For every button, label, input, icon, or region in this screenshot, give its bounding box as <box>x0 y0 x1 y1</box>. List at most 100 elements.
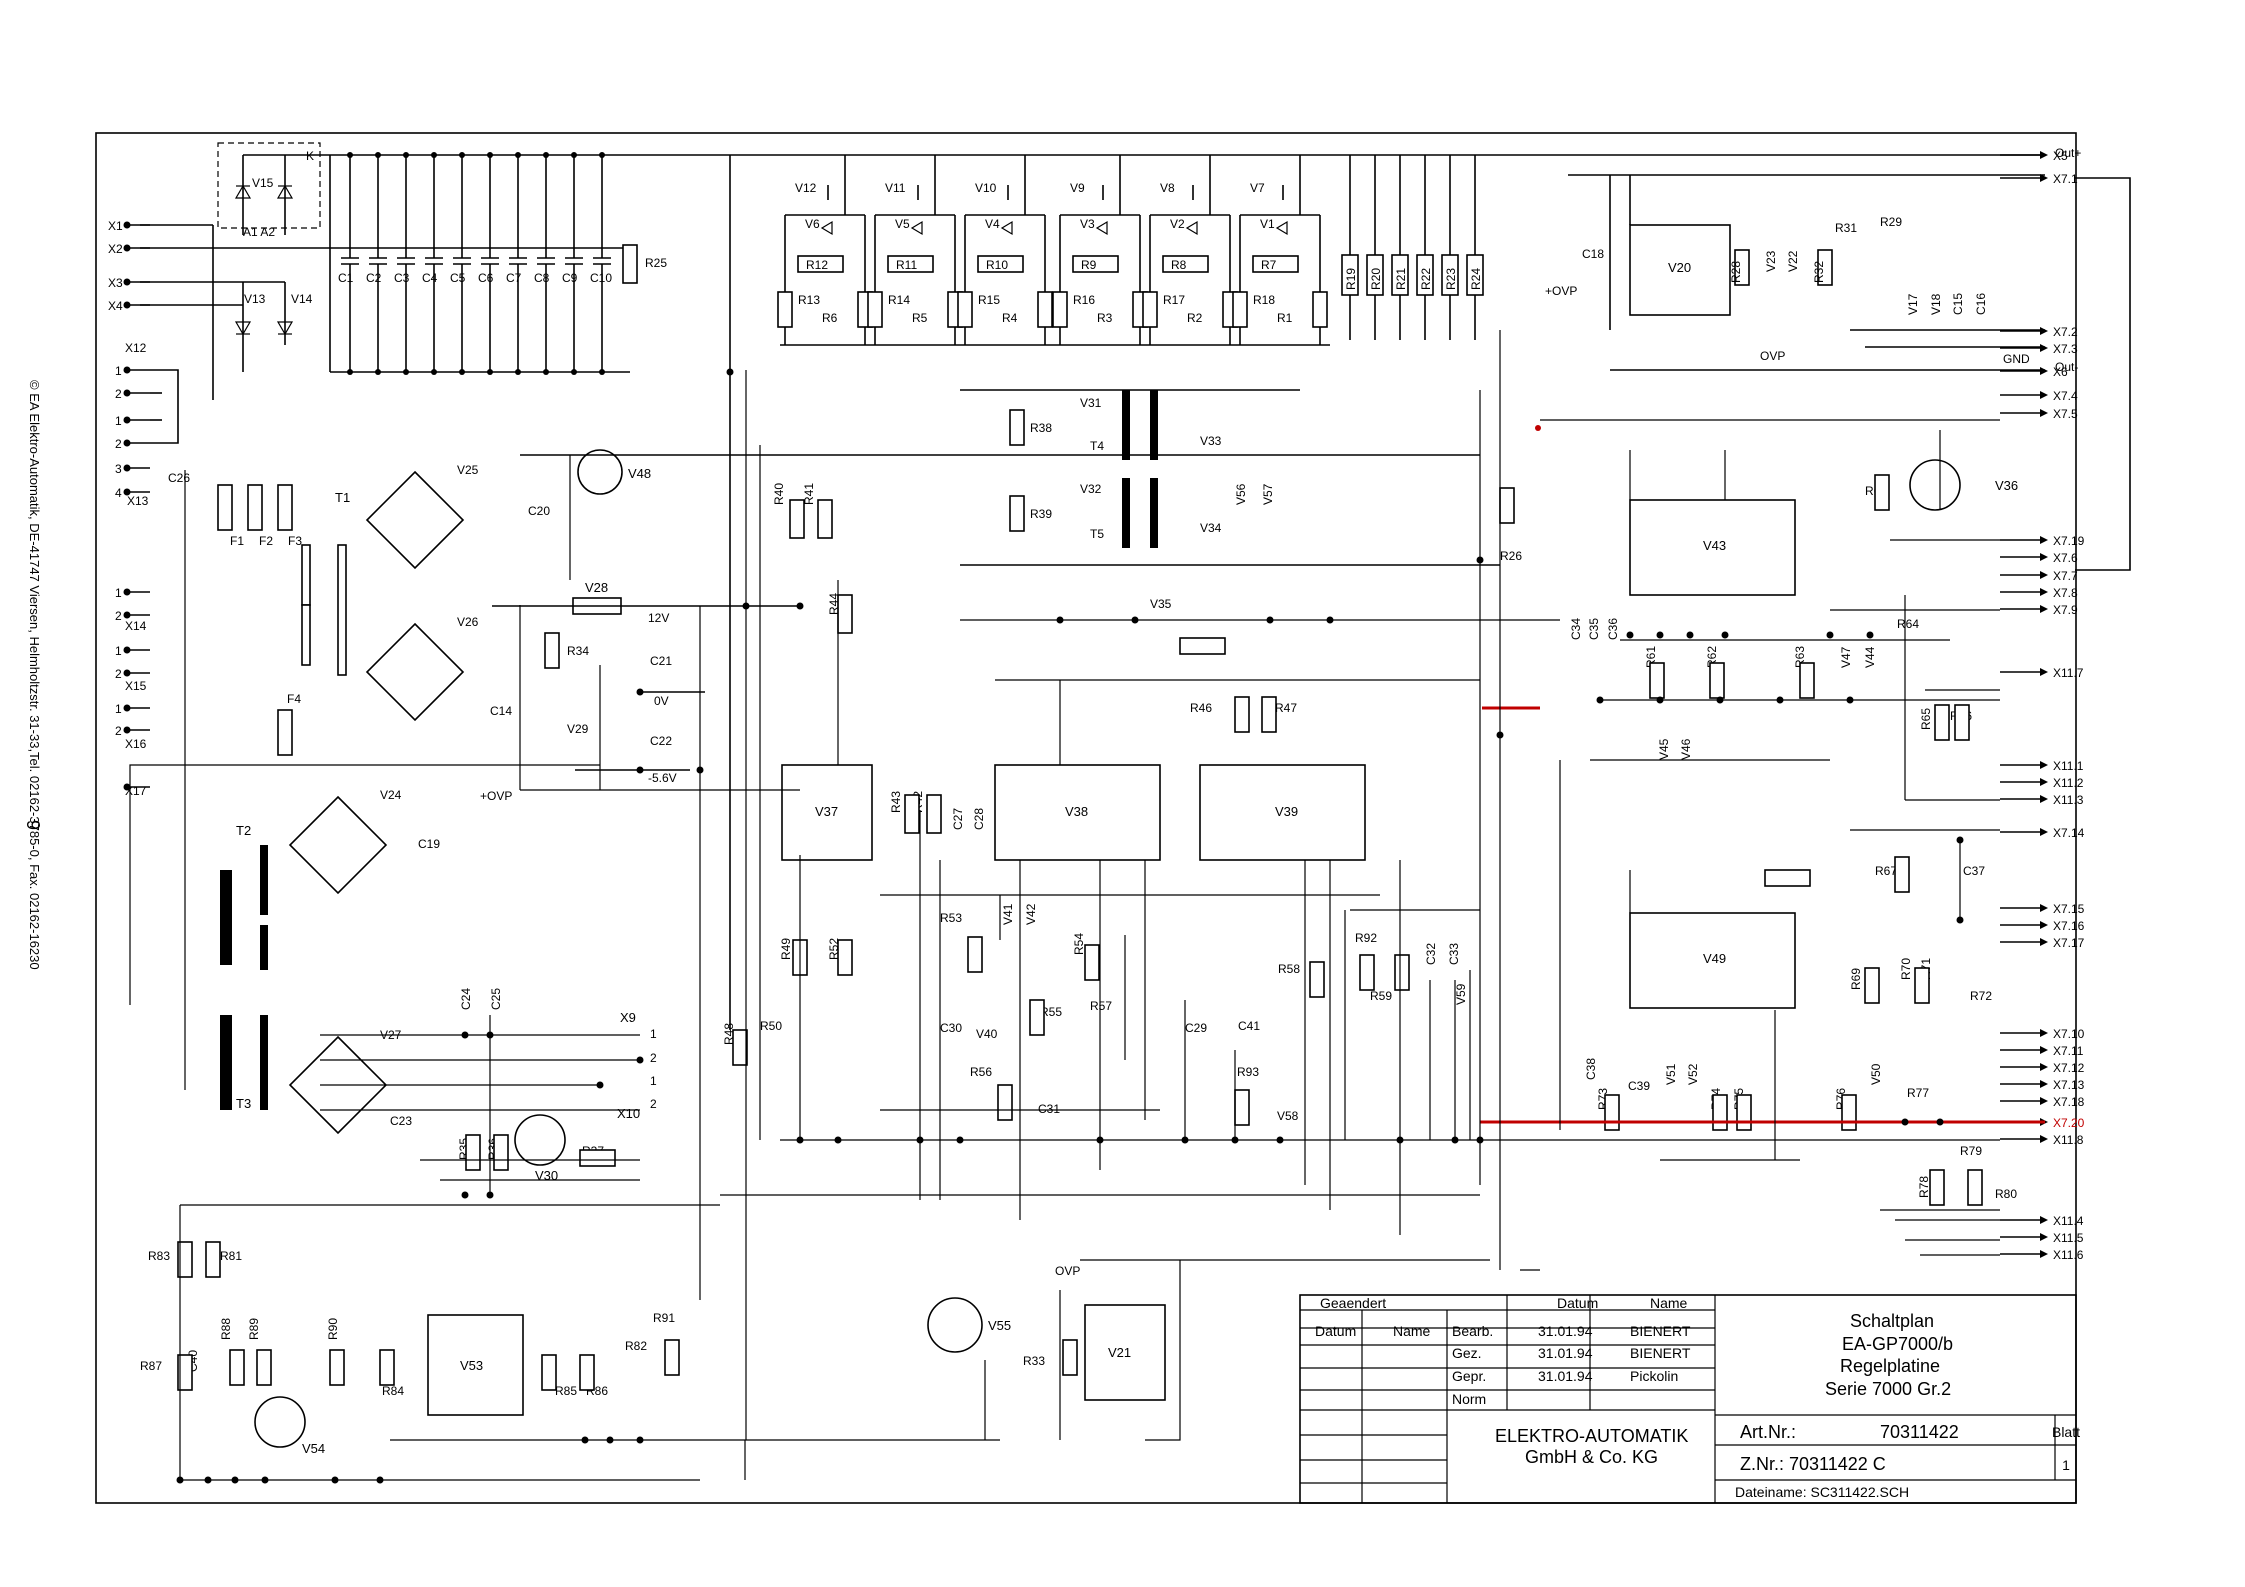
diode-v4: V4 <box>985 217 1000 231</box>
resistor-body <box>465 1134 481 1171</box>
label-r53: R53 <box>940 911 962 925</box>
conn-arrow <box>2040 588 2048 596</box>
transistor-v30 <box>514 1114 566 1166</box>
connector-x11-5: X11.5 <box>2053 1231 2084 1245</box>
title-line-3: Regelplatine <box>1840 1356 1940 1376</box>
fuses: F1 F2 F3 F4 C26 <box>168 471 302 756</box>
junction-dot <box>726 368 734 376</box>
resistor-label-r11: R11 <box>896 258 917 272</box>
middle-wiring <box>129 330 2000 1484</box>
junction-dot <box>1716 696 1724 704</box>
conn-arrow <box>2040 1216 2048 1224</box>
junction-dot <box>1846 696 1854 704</box>
svg-text:V33: V33 <box>1200 434 1222 448</box>
pin-dot <box>123 301 131 309</box>
date-gez: 31.01.94 <box>1538 1345 1593 1361</box>
conn-arrow <box>2040 1029 2048 1037</box>
resistor-body <box>177 1241 193 1278</box>
ic-v49 <box>1629 912 1796 1009</box>
pin-label: 3 <box>115 462 122 476</box>
junction-dot <box>1181 1136 1189 1144</box>
label-v52: V52 <box>1686 1063 1700 1085</box>
conn-arrow <box>2040 921 2048 929</box>
connector-x7-4: X7.4 <box>2053 389 2078 403</box>
resistor-label-r20: R20 <box>1369 268 1383 290</box>
junction-dot <box>581 1436 589 1444</box>
connector-x7-5: X7.5 <box>2053 407 2078 421</box>
junction-dot <box>461 1031 469 1039</box>
pin-label: X1 <box>108 219 123 233</box>
component-labels: R40R41R44R43R42C27C28V35R45R46R47C34C35C… <box>140 474 2017 1398</box>
resistor-label-r9: R9 <box>1081 258 1097 272</box>
junction-dot <box>599 152 605 158</box>
svg-text:C15: C15 <box>1951 293 1965 315</box>
resistor-r16 <box>1052 291 1068 328</box>
label-r40: R40 <box>772 483 786 505</box>
label-r57: R57 <box>1090 999 1112 1013</box>
label-r90: R90 <box>326 1318 340 1340</box>
pin-dot <box>123 244 131 252</box>
label-c31: C31 <box>1038 1102 1060 1116</box>
svg-text:V22: V22 <box>1786 250 1800 272</box>
svg-text:R29: R29 <box>1880 215 1902 229</box>
svg-text:V36: V36 <box>1995 478 2018 493</box>
svg-text:V56: V56 <box>1234 483 1248 505</box>
title-geaendert: Geaendert <box>1320 1295 1386 1311</box>
label-r87: R87 <box>140 1359 162 1373</box>
svg-text:C20: C20 <box>528 504 550 518</box>
resistor-label-r18: R18 <box>1253 293 1275 307</box>
diode-v2: V2 <box>1170 217 1185 231</box>
t3-label: T3 <box>236 1096 251 1111</box>
pin-dot <box>123 646 131 654</box>
resistor-body <box>1499 487 1515 524</box>
connector-x7-17: X7.17 <box>2053 936 2085 950</box>
resistor-r11 <box>887 255 934 273</box>
resistor-body <box>579 1149 616 1167</box>
resistor-body <box>1874 474 1890 511</box>
plus-ovp-left: +OVP <box>480 789 512 803</box>
svg-text:V54: V54 <box>302 1441 325 1456</box>
connector-x11-6: X11.6 <box>2053 1248 2084 1262</box>
svg-text:C21: C21 <box>650 654 672 668</box>
pin-dot <box>123 278 131 286</box>
conn-arrow <box>2040 938 2048 946</box>
resistor-body <box>732 1029 748 1066</box>
svg-text:V43: V43 <box>1703 538 1726 553</box>
junction-dot <box>347 152 353 158</box>
resistor-r8 <box>1162 255 1209 273</box>
label-r88: R88 <box>219 1318 233 1340</box>
company-line-2: GmbH & Co. KG <box>1525 1447 1658 1467</box>
junction-dot <box>543 369 549 375</box>
transistor-v48: V48 <box>520 449 1480 495</box>
label-v46: V46 <box>1679 738 1693 760</box>
label-r67: R67 <box>1875 864 1897 878</box>
mosfet-v9: V9 <box>1070 181 1085 195</box>
junction-dot <box>1721 631 1729 639</box>
title-name-col: Name <box>1650 1295 1688 1311</box>
svg-text:V30: V30 <box>535 1168 558 1183</box>
junction-dot <box>375 152 381 158</box>
svg-text:V28: V28 <box>585 580 608 595</box>
voltage-neg56v: -5.6V <box>648 771 677 785</box>
junction-dot <box>1096 1136 1104 1144</box>
cap-label-c3: C3 <box>394 271 410 285</box>
junction-dot <box>331 1476 339 1484</box>
wire <box>129 764 600 1005</box>
conn-arrow <box>2040 605 2048 613</box>
junction-dot <box>486 1031 494 1039</box>
transformers: T1 T2 T3 <box>220 490 350 1111</box>
blatt-label: Blatt <box>2052 1424 2080 1440</box>
ic-v20-block: V20 C18 +OVP R28 R32 OVP R31 R29 V17 V18… <box>1545 146 2131 571</box>
connector-x7-13: X7.13 <box>2053 1078 2085 1092</box>
svg-text:V31: V31 <box>1080 396 1102 410</box>
label-v40: V40 <box>976 1027 998 1041</box>
junction-dot <box>375 369 381 375</box>
conn-arrow <box>2040 344 2048 352</box>
label-r41: R41 <box>802 483 816 505</box>
connector-x6: X6 <box>2053 365 2068 379</box>
connector-x7-7: X7.7 <box>2053 569 2078 583</box>
resistor-r7 <box>1252 255 1299 273</box>
label-r54: R54 <box>1072 933 1086 955</box>
